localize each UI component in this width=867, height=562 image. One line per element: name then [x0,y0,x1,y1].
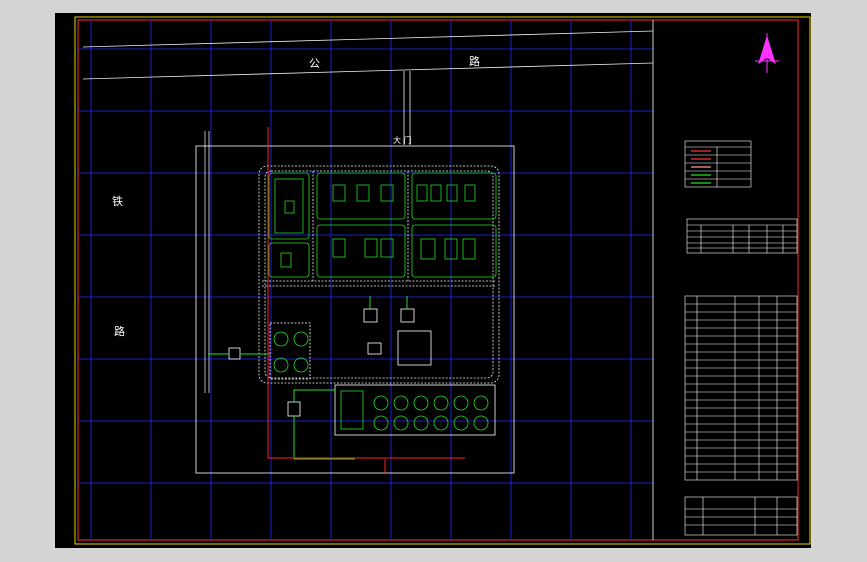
inner-frame [77,19,799,541]
building-schedule-table [684,295,798,481]
building-blocks [268,172,497,436]
legend-swatches [691,150,711,184]
coordinate-grid [78,20,653,540]
technical-indicators-table [686,218,798,254]
cad-viewport[interactable]: 公 路 大 门 铁 路 [55,13,811,548]
site-boundary [195,145,515,474]
title-block [684,496,798,536]
highway [82,30,654,80]
pipelines [208,127,465,473]
railway-label-top: 铁 [112,195,123,208]
highway-label-right: 路 [469,55,480,68]
north-arrow-icon [755,33,779,73]
site-plan-drawing: 公 路 大 门 铁 路 [74,16,811,545]
railway-label-bottom: 路 [114,325,125,338]
highway-label-left: 公 [309,57,320,70]
main-gate-label: 大 门 [393,135,412,145]
railway [204,131,210,393]
legend-table [684,140,752,188]
internal-roads [258,165,500,384]
outer-frame [74,16,811,545]
access-road [403,71,411,145]
